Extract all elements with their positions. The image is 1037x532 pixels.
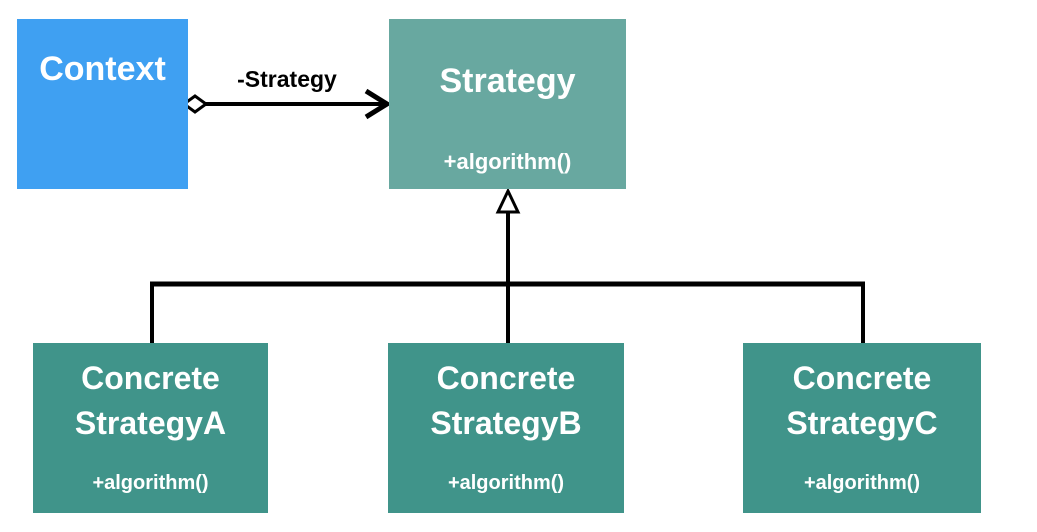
- class-name-line1: Concrete: [792, 360, 932, 396]
- class-node-concrete-strategy-c: Concrete StrategyC +algorithm(): [743, 343, 981, 513]
- aggregation-edge-label: -Strategy: [237, 66, 337, 92]
- arrowhead-icon: [364, 88, 392, 120]
- class-node-concrete-strategy-b: Concrete StrategyB +algorithm(): [388, 343, 624, 513]
- class-name-line2: StrategyA: [74, 405, 227, 441]
- class-node-strategy: Strategy +algorithm(): [389, 19, 626, 189]
- class-name-label: Strategy: [439, 62, 576, 100]
- class-method-label: +algorithm(): [447, 472, 565, 494]
- class-method-label: +algorithm(): [803, 472, 921, 494]
- class-name-line1: Concrete: [81, 360, 220, 396]
- class-method-label: +algorithm(): [92, 472, 209, 494]
- class-name-line2: StrategyC: [786, 405, 938, 441]
- class-name-line2: StrategyB: [430, 405, 582, 441]
- class-name-line1: Concrete: [436, 360, 576, 396]
- class-node-concrete-strategy-a: Concrete StrategyA +algorithm(): [33, 343, 268, 513]
- class-method-label: +algorithm(): [443, 149, 572, 174]
- generalization-triangle-icon: [495, 187, 521, 214]
- aggregation-diamond-icon: [181, 94, 209, 114]
- class-name-label: Context: [39, 50, 166, 88]
- class-node-context: Context: [17, 19, 188, 189]
- class-name-label: Concrete StrategyA: [33, 343, 268, 446]
- class-name-label: Concrete StrategyB: [388, 343, 624, 446]
- class-name-label: Concrete StrategyC: [743, 343, 981, 446]
